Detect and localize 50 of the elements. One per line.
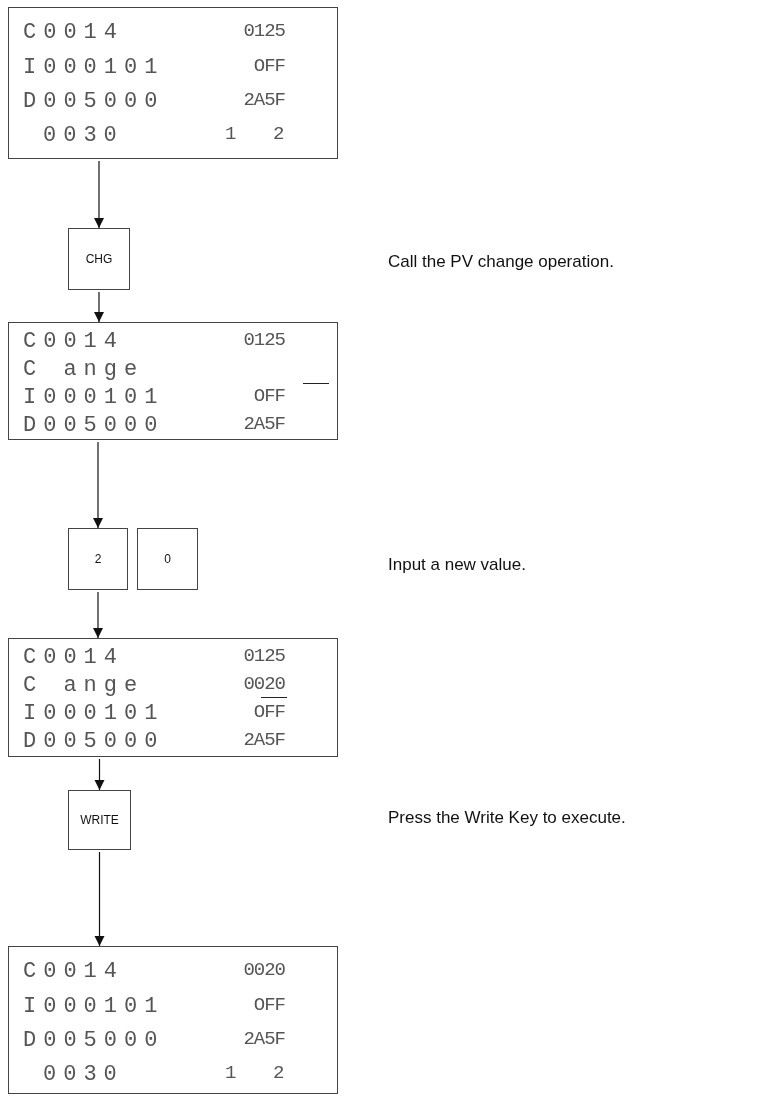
display-text: OFF bbox=[253, 387, 285, 406]
display-text: 2 bbox=[273, 1064, 284, 1083]
key-button: 0 bbox=[137, 528, 198, 590]
arrow bbox=[94, 758, 105, 791]
arrow bbox=[93, 441, 103, 529]
arrow bbox=[94, 291, 104, 323]
display-text: 2A5F bbox=[243, 731, 285, 750]
display-text: D005000 bbox=[23, 415, 165, 437]
display-text: 2 bbox=[273, 125, 284, 144]
instruction-text: Input a new value. bbox=[388, 555, 526, 575]
display-text: 0030 bbox=[43, 125, 124, 147]
lcd-screen bbox=[8, 638, 338, 757]
display-text: 0125 bbox=[243, 647, 285, 666]
display-text: 2A5F bbox=[243, 415, 285, 434]
display-text: 0020 bbox=[243, 961, 285, 980]
display-text: I000101 bbox=[23, 996, 165, 1018]
display-text: D005000 bbox=[23, 91, 165, 113]
display-text: OFF bbox=[253, 57, 285, 76]
display-text: 0030 bbox=[43, 1064, 124, 1086]
arrow bbox=[94, 851, 105, 947]
display-text: C0014 bbox=[23, 961, 124, 983]
display-text: D005000 bbox=[23, 1030, 165, 1052]
display-text: I000101 bbox=[23, 387, 165, 409]
display-text: C ange bbox=[23, 359, 145, 381]
display-text: C ange bbox=[23, 675, 145, 697]
key-button: 2 bbox=[68, 528, 128, 590]
display-text: 1 bbox=[225, 1064, 236, 1083]
key-button: CHG bbox=[68, 228, 130, 290]
instruction-text: Call the PV change operation. bbox=[388, 252, 614, 272]
display-text: I000101 bbox=[23, 57, 165, 79]
display-text: OFF bbox=[253, 703, 285, 722]
display-text: 0125 bbox=[243, 331, 285, 350]
display-text: 1 bbox=[225, 125, 236, 144]
display-text: 0020 bbox=[243, 675, 285, 694]
display-text: C0014 bbox=[23, 22, 124, 44]
display-text: 0125 bbox=[243, 22, 285, 41]
lcd-screen bbox=[8, 946, 338, 1094]
display-text: OFF bbox=[253, 996, 285, 1015]
lcd-screen bbox=[8, 7, 338, 159]
display-text: D005000 bbox=[23, 731, 165, 753]
key-button: WRITE bbox=[68, 790, 131, 850]
lcd-screen bbox=[8, 322, 338, 440]
display-text: I000101 bbox=[23, 703, 165, 725]
instruction-text: Press the Write Key to execute. bbox=[388, 808, 626, 828]
arrow bbox=[93, 591, 103, 639]
display-text: 2A5F bbox=[243, 1030, 285, 1049]
display-text: C0014 bbox=[23, 331, 124, 353]
display-text: C0014 bbox=[23, 647, 124, 669]
arrow bbox=[94, 160, 104, 229]
display-text: 2A5F bbox=[243, 91, 285, 110]
